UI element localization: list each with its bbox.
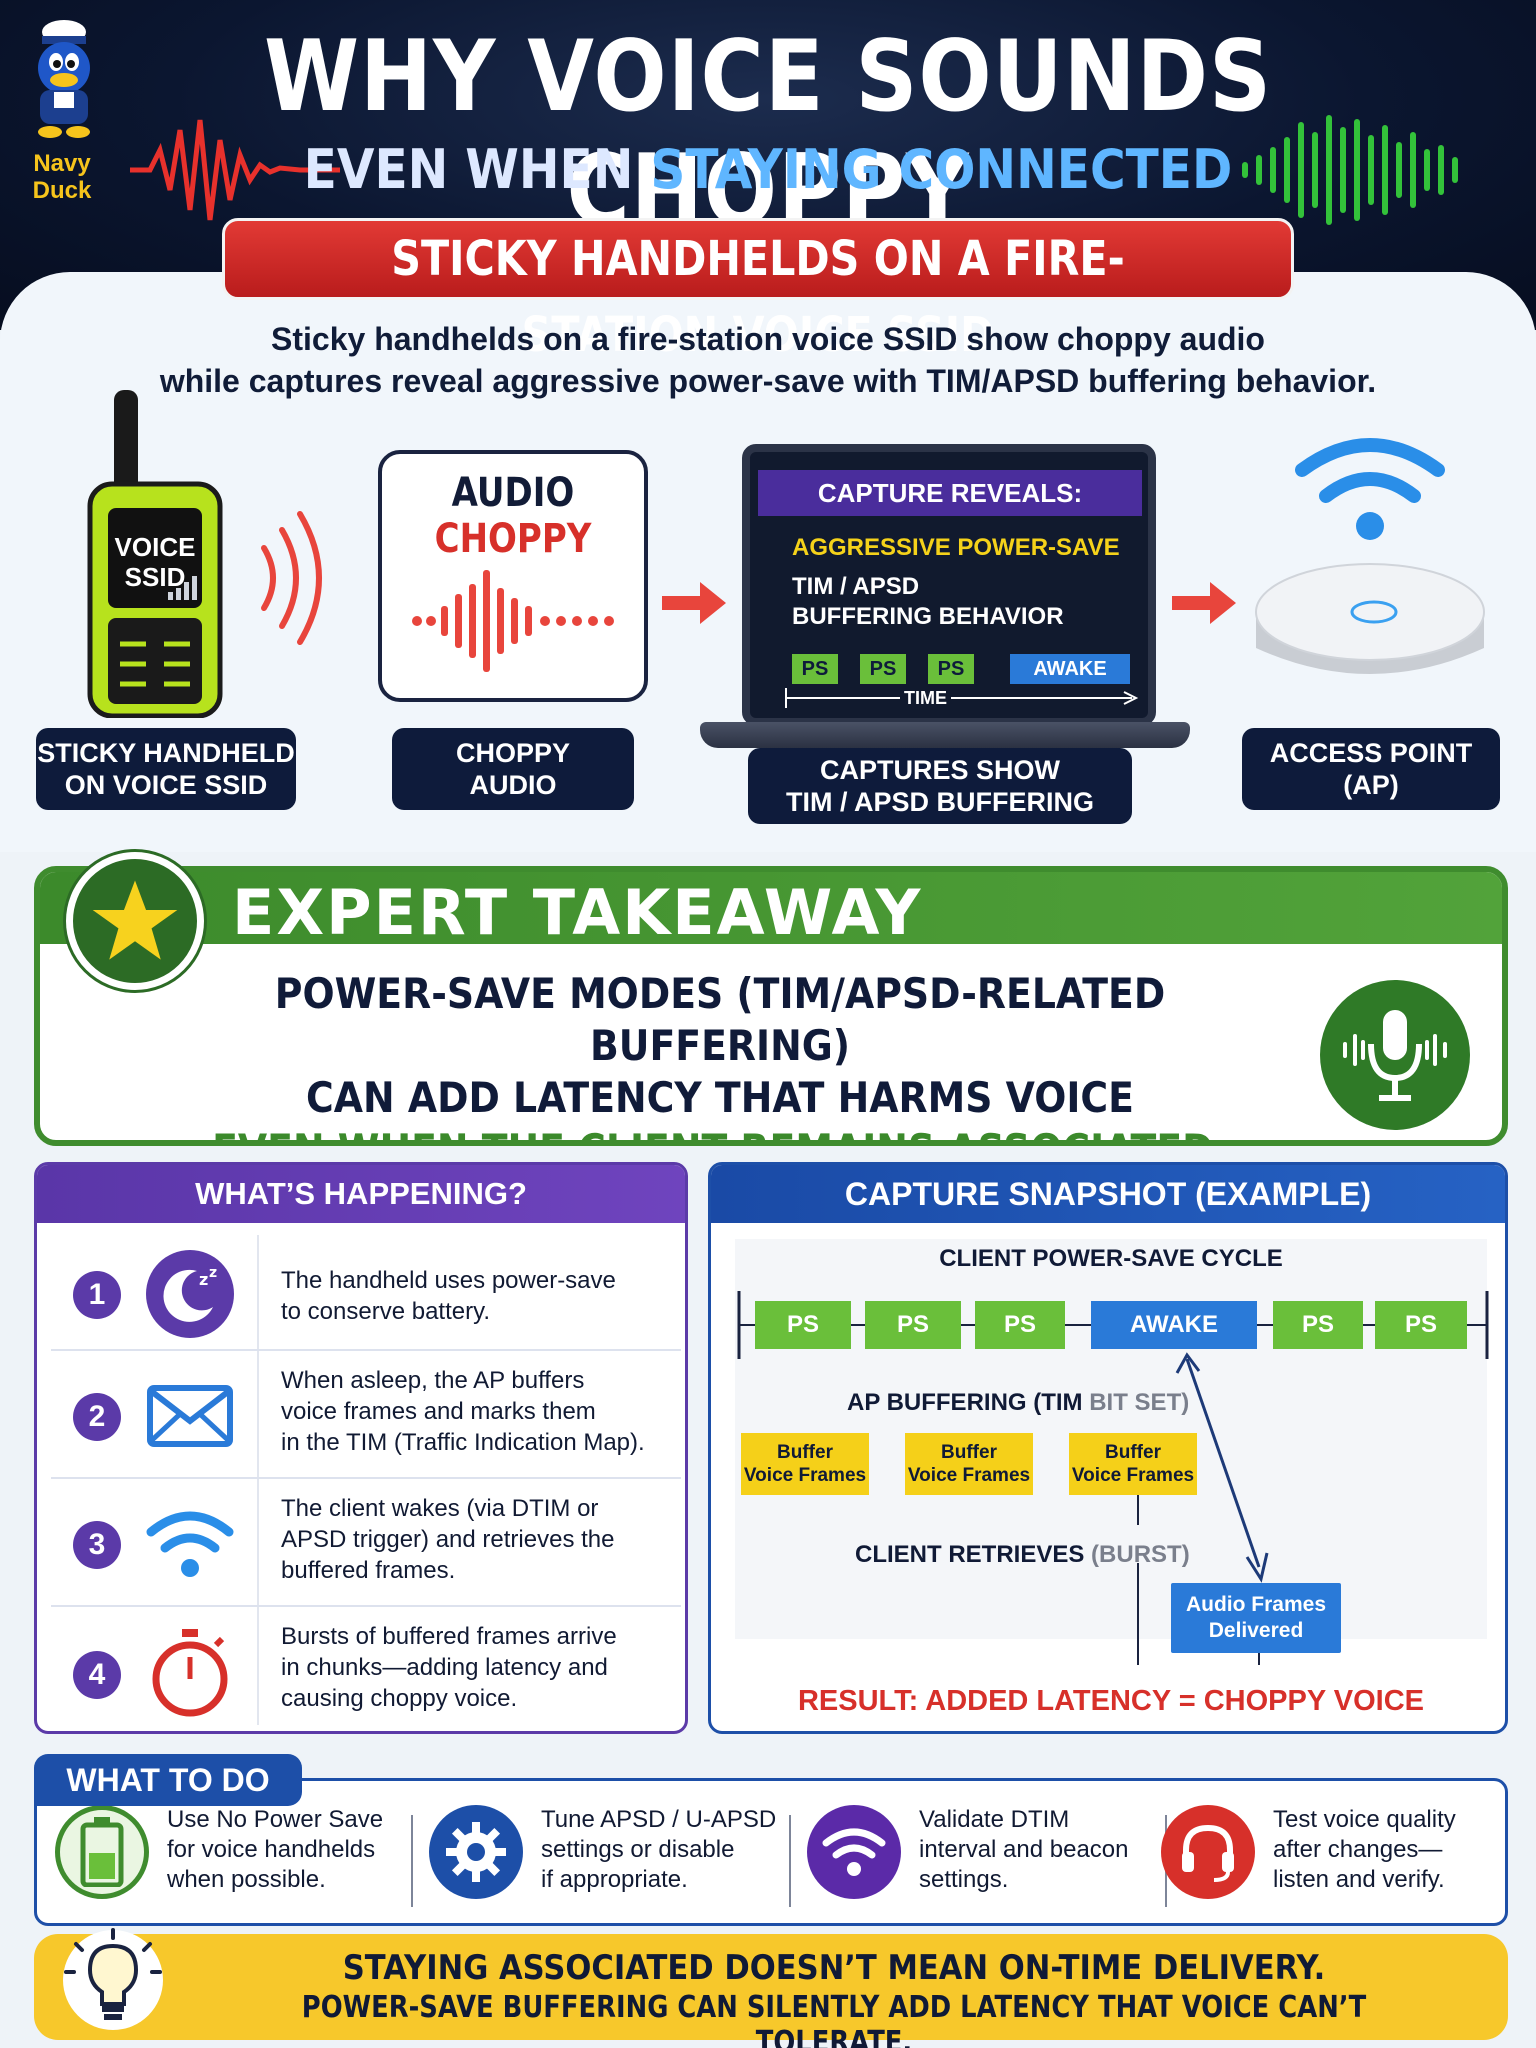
todo-text: Use No Power Save for voice handhelds wh… <box>167 1806 384 1893</box>
arrow-right-icon <box>1172 582 1236 624</box>
topic-banner: STICKY HANDHELDS ON A FIRE-STATION VOICE… <box>222 218 1294 363</box>
step-text: When asleep, the AP buffers voice frames… <box>281 1367 645 1456</box>
todo-text: Test voice quality after changes— listen… <box>1273 1806 1456 1893</box>
ps-segment: PS <box>755 1301 851 1349</box>
divider <box>51 1477 681 1479</box>
step-number: 1 <box>73 1271 121 1319</box>
awake-segment: AWAKE <box>1091 1301 1257 1349</box>
gear-icon <box>429 1805 523 1899</box>
choppy-waveform-icon <box>412 570 614 672</box>
panel-title: WHAT’S HAPPENING? <box>37 1165 685 1223</box>
step-number: 2 <box>73 1393 121 1441</box>
buffer-box: Buffer Voice Frames <box>905 1433 1033 1495</box>
divider <box>51 1349 681 1351</box>
page-title: WHY VOICE SOUNDS CHOPPY <box>263 20 1273 248</box>
audio-choppy-card: AUDIO CHOPPY <box>378 450 648 702</box>
star-icon <box>66 852 204 990</box>
red-waveform-icon <box>130 119 340 221</box>
todo-text: Validate DTIM interval and beacon settin… <box>919 1806 1129 1893</box>
panel-title: CAPTURE SNAPSHOT (EXAMPLE) <box>711 1165 1505 1223</box>
laptop-base <box>700 722 1190 748</box>
ps-segment: PS <box>865 1301 961 1349</box>
headset-icon <box>1161 1805 1255 1899</box>
footer-line-2: POWER-SAVE BUFFERING CAN SILENTLY ADD LA… <box>301 1990 1367 2048</box>
stopwatch-icon <box>145 1627 235 1717</box>
list-item: 2 When asleep, the AP buffers voice fram… <box>37 1355 657 1479</box>
capture-snapshot-panel: CAPTURE SNAPSHOT (EXAMPLE) CLIENT POWER-… <box>708 1162 1508 1734</box>
page-subtitle: EVEN WHEN STAYING CONNECTED <box>303 138 1233 201</box>
lightbulb-icon <box>63 1928 163 2030</box>
todo-text: Tune APSD / U-APSD settings or disable i… <box>541 1806 777 1893</box>
step-number: 3 <box>73 1521 121 1569</box>
divider <box>411 1815 413 1907</box>
what-to-do-title: WHAT TO DO <box>34 1754 302 1806</box>
ap-buffering-label: AP BUFFERING (TIM BIT SET) <box>847 1389 1190 1416</box>
svg-text:z: z <box>209 1265 217 1281</box>
svg-text:z: z <box>199 1270 208 1289</box>
radio-label: STICKY HANDHELD ON VOICE SSID <box>36 728 296 810</box>
wifi-icon <box>145 1499 235 1589</box>
green-waveform-icon <box>1242 115 1458 225</box>
wifi-icon <box>807 1805 901 1899</box>
step-text: The handheld uses power-save to conserve… <box>281 1267 616 1325</box>
battery-icon <box>55 1805 149 1899</box>
handheld-radio-icon <box>87 390 223 718</box>
time-label: TIME <box>900 688 951 709</box>
audio-delivered-box: Audio Frames Delivered <box>1171 1583 1341 1653</box>
buffer-box: Buffer Voice Frames <box>741 1433 869 1495</box>
cycle-title: CLIENT POWER-SAVE CYCLE <box>939 1245 1283 1272</box>
intro-text: Sticky handhelds on a fire-station voice… <box>159 321 1377 399</box>
laptop-screen: CAPTURE REVEALS: AGGRESSIVE POWER-SAVE T… <box>742 444 1156 726</box>
audio-label: CHOPPY AUDIO <box>392 728 634 810</box>
signal-waves-icon <box>261 511 322 645</box>
access-point-icon <box>1255 563 1485 674</box>
expert-text: POWER-SAVE MODES (TIM/APSD-RELATED BUFFE… <box>212 969 1228 1140</box>
navy-duck-logo <box>38 20 90 138</box>
envelope-icon <box>145 1371 235 1461</box>
footer-callout: STAYING ASSOCIATED DOESN’T MEAN ON-TIME … <box>34 1934 1508 2048</box>
list-item: 3 The client wakes (via DTIM or APSD tri… <box>37 1483 657 1607</box>
expert-title-bar: EXPERT TAKEAWAY <box>40 872 1502 949</box>
buffer-box: Buffer Voice Frames <box>1069 1433 1197 1495</box>
footer-line-1: STAYING ASSOCIATED DOESN’T MEAN ON-TIME … <box>342 1948 1326 1988</box>
mini-awake-segment: AWAKE <box>1010 654 1130 684</box>
mini-ps-segment: PS <box>860 654 906 684</box>
step-text: Bursts of buffered frames arrive in chun… <box>281 1623 617 1712</box>
result-text: RESULT: ADDED LATENCY = CHOPPY VOICE <box>797 1685 1424 1717</box>
ps-segment: PS <box>1375 1301 1467 1349</box>
mini-ps-segment: PS <box>792 654 838 684</box>
divider <box>789 1815 791 1907</box>
laptop-label: CAPTURES SHOW TIM / APSD BUFFERING <box>748 748 1132 824</box>
client-retrieves-label: CLIENT RETRIEVES (BURST) <box>855 1541 1190 1568</box>
divider <box>257 1235 259 1725</box>
mini-ps-segment: PS <box>928 654 974 684</box>
expert-title: EXPERT TAKEAWAY <box>232 876 923 949</box>
ap-label: ACCESS POINT (AP) <box>1242 728 1500 810</box>
arrow-right-icon <box>662 582 726 624</box>
list-item: 4 Bursts of buffered frames arrive in ch… <box>37 1611 657 1731</box>
expert-takeaway: EXPERT TAKEAWAY POWER-SAVE MODES (TIM/AP… <box>34 866 1508 1146</box>
step-text: The client wakes (via DTIM or APSD trigg… <box>281 1495 615 1584</box>
ps-segment: PS <box>975 1301 1065 1349</box>
ps-segment: PS <box>1273 1301 1363 1349</box>
timeline-arrow <box>785 688 1139 708</box>
divider <box>51 1605 681 1607</box>
step-number: 4 <box>73 1651 121 1699</box>
wifi-icon <box>1295 438 1445 540</box>
microphone-icon <box>1320 980 1470 1130</box>
